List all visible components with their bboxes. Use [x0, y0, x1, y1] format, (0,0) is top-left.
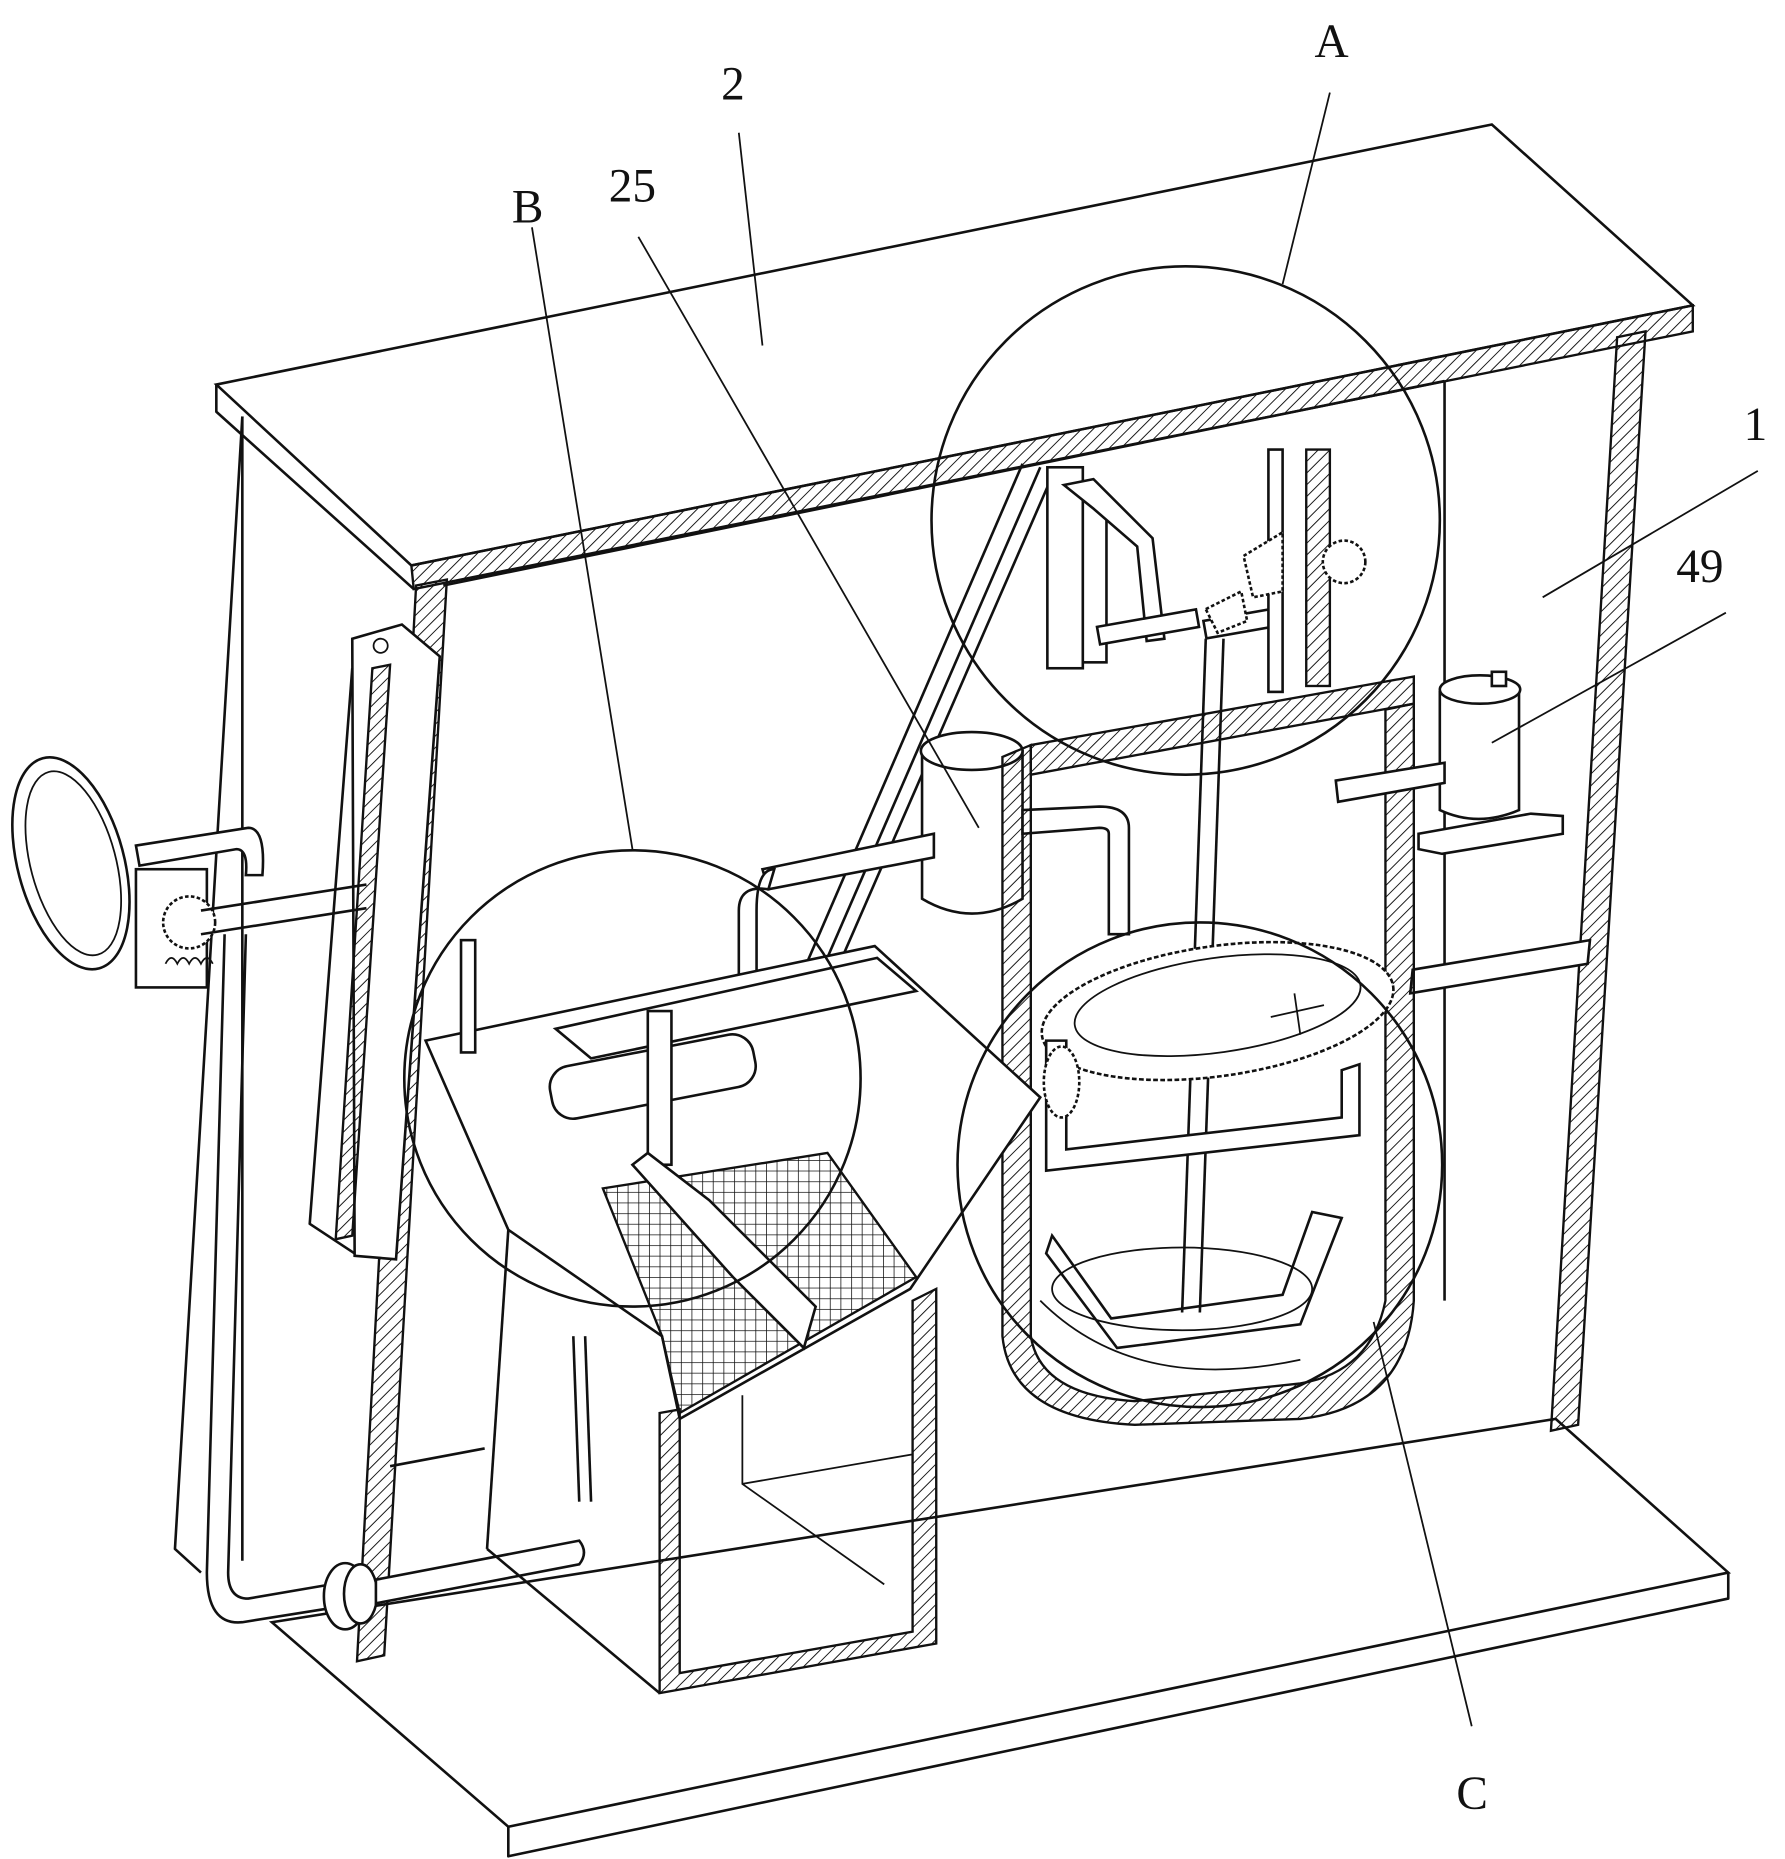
label-2: 2 — [721, 59, 745, 111]
ring-gear — [1033, 922, 1402, 1171]
right-support-bracket — [1410, 940, 1590, 993]
right-wall-section — [1551, 331, 1646, 1430]
label-25: 25 — [609, 160, 656, 212]
hand-wheel — [0, 744, 366, 987]
label-a: A — [1315, 16, 1349, 68]
label-c: C — [1456, 1768, 1488, 1820]
filter-hopper — [426, 940, 1041, 1502]
cylinder-25 — [739, 732, 1129, 993]
label-49: 49 — [1676, 541, 1723, 593]
top-plate — [216, 124, 1692, 589]
label-b: B — [512, 182, 544, 234]
label-1: 1 — [1744, 399, 1768, 451]
